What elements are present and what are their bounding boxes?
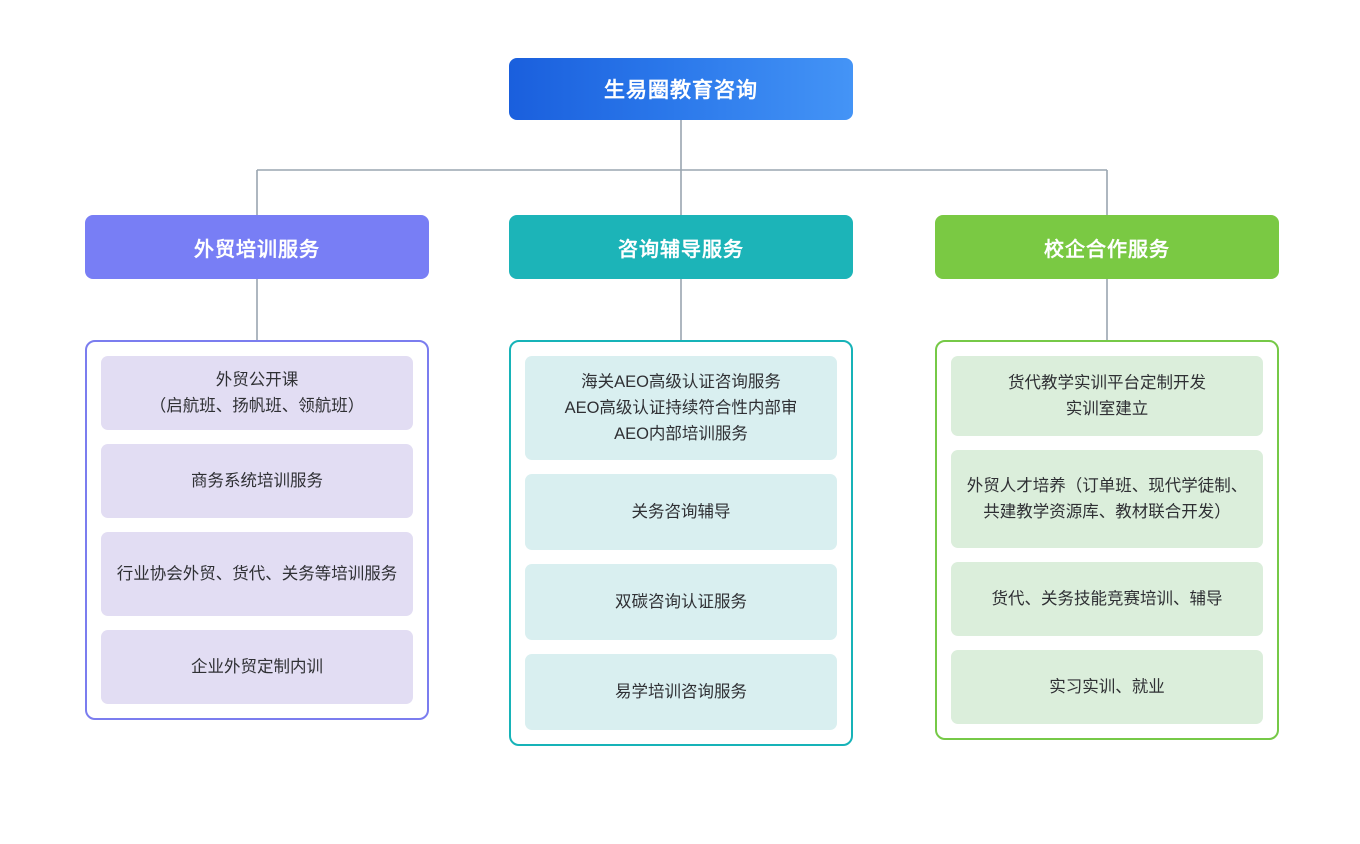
branch-column-2: 咨询辅导服务 海关AEO高级认证咨询服务 AEO高级认证持续符合性内部审 AEO… <box>509 215 853 746</box>
branch-2-item-3[interactable]: 双碳咨询认证服务 <box>525 564 837 640</box>
branch-1-item-1[interactable]: 外贸公开课 （启航班、扬帆班、领航班） <box>101 356 413 430</box>
branch-column-3: 校企合作服务 货代教学实训平台定制开发 实训室建立 外贸人才培养（订单班、现代学… <box>935 215 1279 740</box>
branch-1-item-2[interactable]: 商务系统培训服务 <box>101 444 413 518</box>
branch-header-2[interactable]: 咨询辅导服务 <box>509 215 853 279</box>
branch-3-item-2[interactable]: 外贸人才培养（订单班、现代学徒制、共建教学资源库、教材联合开发） <box>951 450 1263 548</box>
branch-3-item-3[interactable]: 货代、关务技能竞赛培训、辅导 <box>951 562 1263 636</box>
branch-items-container-2: 海关AEO高级认证咨询服务 AEO高级认证持续符合性内部审 AEO内部培训服务 … <box>509 340 853 746</box>
branch-2-item-4[interactable]: 易学培训咨询服务 <box>525 654 837 730</box>
branch-3-item-1[interactable]: 货代教学实训平台定制开发 实训室建立 <box>951 356 1263 436</box>
branch-column-1: 外贸培训服务 外贸公开课 （启航班、扬帆班、领航班） 商务系统培训服务 行业协会… <box>85 215 429 720</box>
root-node[interactable]: 生易圈教育咨询 <box>509 58 853 120</box>
branch-2-item-1[interactable]: 海关AEO高级认证咨询服务 AEO高级认证持续符合性内部审 AEO内部培训服务 <box>525 356 837 460</box>
branch-1-item-3[interactable]: 行业协会外贸、货代、关务等培训服务 <box>101 532 413 616</box>
branch-1-item-4[interactable]: 企业外贸定制内训 <box>101 630 413 704</box>
branch-2-item-2[interactable]: 关务咨询辅导 <box>525 474 837 550</box>
branch-items-container-3: 货代教学实训平台定制开发 实训室建立 外贸人才培养（订单班、现代学徒制、共建教学… <box>935 340 1279 740</box>
branch-header-1[interactable]: 外贸培训服务 <box>85 215 429 279</box>
branch-3-item-4[interactable]: 实习实训、就业 <box>951 650 1263 724</box>
branch-header-3[interactable]: 校企合作服务 <box>935 215 1279 279</box>
branch-items-container-1: 外贸公开课 （启航班、扬帆班、领航班） 商务系统培训服务 行业协会外贸、货代、关… <box>85 340 429 720</box>
